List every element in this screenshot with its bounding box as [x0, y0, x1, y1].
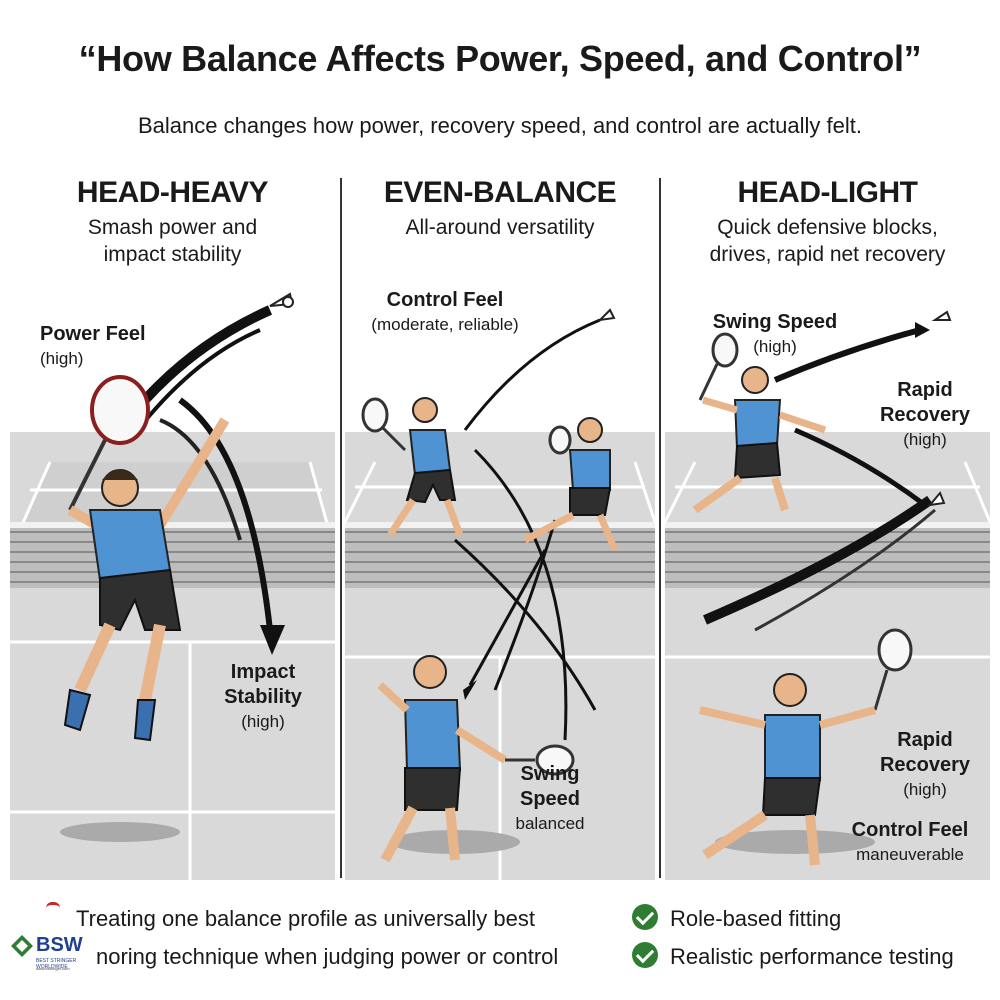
label-title: Speed: [519, 788, 581, 810]
panel-description: Quick defensive blocks, drives, rapid ne…: [665, 214, 990, 268]
label-value: (high): [903, 430, 947, 449]
player-illustration: [63, 292, 294, 742]
footer: Treating one balance profile as universa…: [0, 880, 1000, 1000]
panel-heading: HEAD-LIGHT: [737, 176, 918, 209]
label-rapid-recovery: Rapid Recovery (high): [870, 728, 980, 802]
logo-text: BSW: [36, 934, 83, 956]
label-value: (high): [903, 780, 947, 799]
label-title: Control Feel: [851, 819, 969, 841]
label-title: Recovery: [879, 754, 971, 776]
label-value: (high): [241, 712, 285, 731]
label-value: (high): [40, 349, 84, 368]
panel-head-heavy: HEAD-HEAVY Smash power and impact stabil…: [10, 170, 335, 880]
mistake-item: noring technique when judging power or c…: [96, 944, 559, 969]
player-illustration: [361, 308, 619, 863]
label-control-feel: Control Feel maneuverable: [835, 818, 985, 867]
bsw-logo: BSW BEST STRINGER WORLDWIDE www.bstringe…: [10, 932, 90, 980]
label-title: Rapid: [897, 379, 953, 401]
label-swing-speed: Swing Speed (high): [695, 310, 855, 359]
mistake-icon: [46, 902, 60, 908]
label-value: maneuverable: [856, 845, 964, 864]
good-practice-item: Realistic performance testing: [670, 944, 954, 969]
player-illustration: [692, 310, 952, 866]
panel-heading: EVEN-BALANCE: [383, 176, 617, 209]
panel-head-light: HEAD-LIGHT Quick defensive blocks, drive…: [665, 170, 990, 880]
label-rapid-recovery: Rapid Recovery (high): [870, 378, 980, 452]
label-title: Stability: [224, 686, 302, 708]
panel-description: Smash power and impact stability: [10, 214, 335, 268]
label-power-feel: Power Feel (high): [40, 322, 146, 371]
panel-description: All-around versatility: [345, 214, 655, 241]
label-title: Recovery: [879, 404, 971, 426]
check-icon: [632, 904, 658, 930]
label-swing-speed: Swing Speed balanced: [495, 762, 605, 836]
panel-description-line: All-around versatility: [405, 216, 595, 239]
panel-description-line: Smash power and: [87, 216, 258, 239]
panel-description-line: Quick defensive blocks,: [717, 216, 938, 239]
label-control-feel: Control Feel (moderate, reliable): [350, 288, 540, 337]
court-illustration: [665, 432, 990, 880]
good-practice-item: Role-based fitting: [670, 906, 842, 931]
label-title: Rapid: [897, 729, 953, 751]
label-title: Control Feel: [386, 289, 504, 311]
page-subtitle: Balance changes how power, recovery spee…: [138, 113, 862, 138]
panel-description-line: drives, rapid net recovery: [709, 243, 946, 266]
label-value: (high): [753, 337, 797, 356]
panel-heading: HEAD-HEAVY: [76, 176, 269, 209]
panel-divider: [340, 178, 342, 878]
page-title: “How Balance Affects Power, Speed, and C…: [78, 38, 922, 79]
label-title: Swing: [520, 763, 580, 785]
label-title: Swing Speed: [712, 311, 838, 333]
panel-divider: [659, 178, 661, 878]
check-icon: [632, 942, 658, 968]
label-title: Power Feel: [40, 323, 146, 345]
logo-emblem-icon: [11, 935, 33, 957]
logo-url: www.bstringer.com: [36, 966, 70, 971]
label-value: (moderate, reliable): [371, 315, 519, 334]
label-impact-stability: Impact Stability (high): [208, 660, 318, 734]
label-value: balanced: [515, 814, 585, 833]
panel-even-balance: EVEN-BALANCE All-around versatility Cont…: [345, 170, 655, 880]
logo-tagline: BEST STRINGER WORLDWIDE: [36, 958, 77, 970]
label-title: Impact: [230, 661, 296, 683]
panel-description-line: impact stability: [103, 243, 242, 266]
mistake-item: Treating one balance profile as universa…: [76, 906, 536, 931]
